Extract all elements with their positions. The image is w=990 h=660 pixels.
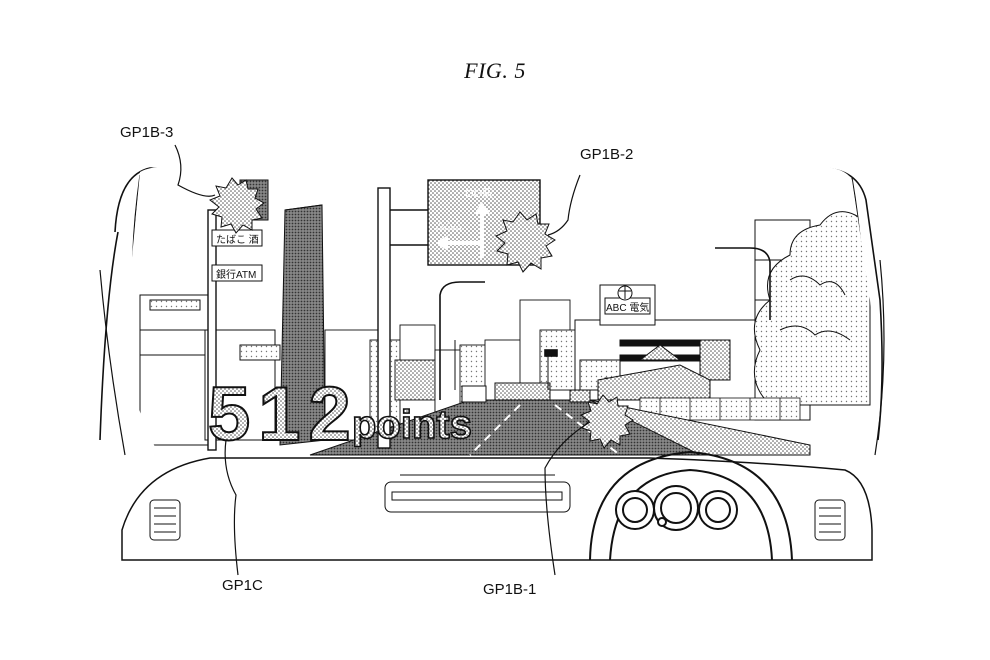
score-overlay: 512 points (207, 371, 473, 458)
target-blob-gp1b1 (579, 394, 634, 449)
street-scene (128, 166, 874, 460)
label-gp1c: GP1C (222, 577, 263, 594)
building-sign-text: ABC 電気 (606, 303, 650, 314)
road-sign-top-text: OO駅 (465, 188, 494, 200)
trees (753, 211, 872, 406)
right-vent (814, 499, 846, 541)
mid-buildings (324, 299, 581, 441)
vehicles (461, 382, 591, 403)
arcade-roof (597, 344, 711, 401)
leader-gp1c (224, 439, 239, 576)
leader-lines (174, 144, 591, 576)
leader-gp1b2 (547, 174, 581, 236)
leader-gp1b3 (174, 144, 216, 197)
street-lamps (439, 247, 771, 400)
target-blob-gp1b2 (495, 211, 556, 273)
sign-poles (207, 187, 430, 451)
shop-sign-2-text: 銀行ATM (216, 270, 257, 281)
label-gp1b2: GP1B-2 (580, 146, 634, 163)
fence (639, 397, 801, 421)
leader-gp1b1 (544, 421, 591, 576)
center-console (384, 474, 571, 513)
figure-title: FIG. 5 (464, 58, 526, 83)
road-sign-left-text: △△△ (436, 219, 462, 231)
label-gp1b3: GP1B-3 (120, 124, 174, 141)
score-unit: points (352, 403, 472, 447)
target-blob-gp1b3 (209, 177, 265, 234)
steering-wheel (589, 450, 793, 561)
score-number: 512 (208, 372, 359, 457)
shop-sign-1-text: たばこ 酒 (216, 235, 259, 246)
label-gp1b1: GP1B-1 (483, 581, 537, 598)
left-vent (149, 499, 181, 541)
dashboard (121, 457, 873, 561)
